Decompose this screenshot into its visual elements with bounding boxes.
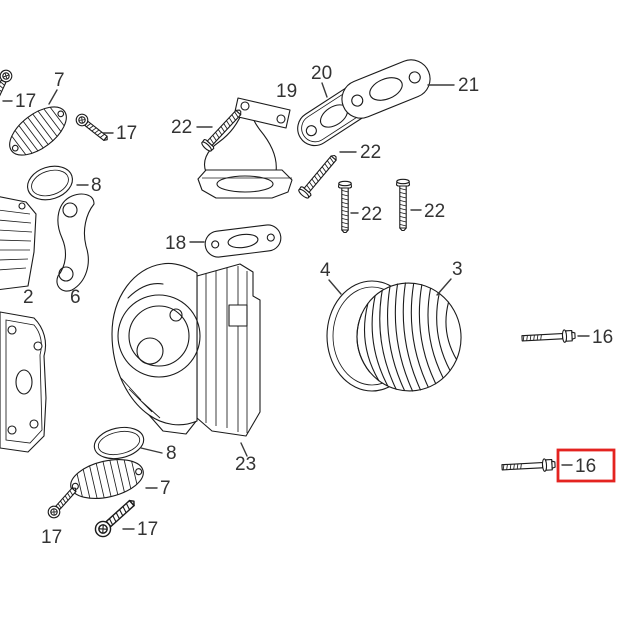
part-7-finned-cover-top[interactable]	[1, 98, 74, 165]
part-19-intake-manifold[interactable]	[197, 97, 293, 199]
callout-17-top[interactable]: 17	[116, 123, 137, 144]
part-2-finned-cover[interactable]	[0, 196, 37, 291]
callout-6[interactable]: 6	[70, 287, 81, 308]
part-7-finned-cover-bottom[interactable]	[67, 453, 147, 505]
callout-22-top[interactable]: 22	[171, 117, 192, 138]
screw-22-vertical-1[interactable]	[337, 180, 353, 234]
callout-22-vertical-2[interactable]: 22	[424, 201, 445, 222]
callout-16-highlighted[interactable]: 16	[575, 456, 596, 477]
callout-19[interactable]: 19	[276, 81, 297, 102]
part-8-oring-bottom[interactable]	[91, 423, 146, 463]
callout-21[interactable]: 21	[458, 75, 479, 96]
callout-8-bottom[interactable]: 8	[166, 443, 177, 464]
callout-3[interactable]: 3	[452, 259, 463, 280]
callout-16-upper[interactable]: 16	[592, 327, 613, 348]
bolt-16-upper[interactable]	[521, 328, 576, 346]
callout-2[interactable]: 2	[23, 287, 34, 308]
bolt-16-lower[interactable]	[501, 457, 556, 475]
callout-20[interactable]: 20	[311, 63, 332, 84]
callout-22-mid[interactable]: 22	[360, 142, 381, 163]
part-23-cylinder-head[interactable]	[111, 262, 261, 437]
callout-18[interactable]: 18	[165, 233, 186, 254]
leader-lines	[2, 82, 590, 530]
callout-23[interactable]: 23	[235, 454, 256, 475]
highlight-box-part-16	[556, 448, 616, 483]
screw-17-top[interactable]	[73, 111, 112, 145]
part-18-plate[interactable]	[204, 223, 283, 258]
part-3-finned-cylinder[interactable]	[350, 276, 468, 397]
callout-17-bottom-left[interactable]: 17	[41, 527, 62, 548]
screw-17-bottom-right[interactable]	[91, 494, 140, 541]
part-8-oring-top[interactable]	[23, 161, 77, 206]
part-2-side-cover[interactable]	[0, 311, 47, 453]
callout-17-bottom-right[interactable]: 17	[137, 519, 158, 540]
callout-17-top-left[interactable]: 17	[15, 91, 36, 112]
callout-4[interactable]: 4	[320, 260, 331, 281]
callout-8-top[interactable]: 8	[91, 175, 102, 196]
screw-22-vertical-2[interactable]	[395, 178, 411, 232]
part-6-gasket[interactable]	[56, 193, 95, 292]
screw-17-bottom-left[interactable]	[45, 483, 81, 521]
callout-7-bottom[interactable]: 7	[160, 478, 171, 499]
callout-7-top[interactable]: 7	[54, 70, 65, 91]
callout-22-vertical-1[interactable]: 22	[361, 204, 382, 225]
screw-22-mid[interactable]	[296, 151, 341, 201]
part-21-gasket[interactable]	[336, 54, 436, 124]
